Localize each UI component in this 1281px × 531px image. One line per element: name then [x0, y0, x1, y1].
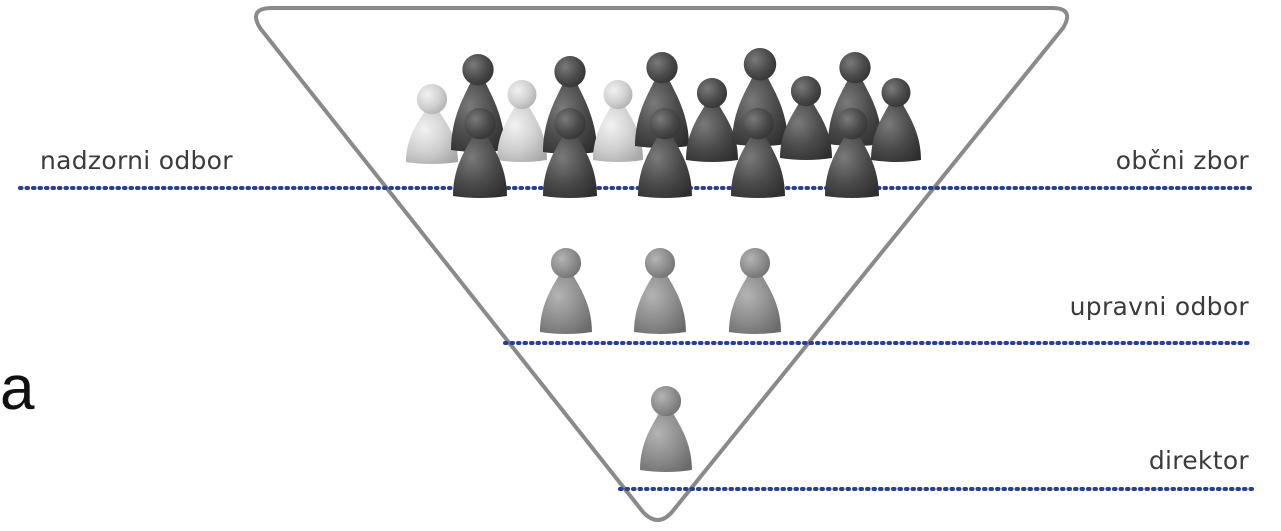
- assembly-pawn: [497, 80, 547, 162]
- management-pawn: [540, 247, 592, 334]
- management-pawn: [729, 247, 781, 334]
- management-pawn: [634, 247, 686, 334]
- assembly-pawn: [731, 108, 785, 198]
- director-label: direktor: [1148, 446, 1249, 475]
- general-assembly-label: občni zbor: [1115, 146, 1249, 175]
- assembly-pawn: [871, 78, 921, 162]
- assembly-pawn: [543, 108, 597, 198]
- director-pawn: [640, 386, 692, 472]
- assembly-pawn: [593, 80, 643, 162]
- assembly-pawn: [638, 108, 692, 198]
- assembly-pawn: [780, 76, 832, 160]
- assembly-pawn: [825, 108, 879, 198]
- management-board-label: upravni odbor: [1069, 292, 1249, 321]
- supervisory-board-label: nadzorni odbor: [40, 146, 233, 175]
- pawn-figures: [406, 48, 921, 472]
- assembly-pawn: [686, 78, 738, 162]
- edge-text-fragment: a: [0, 354, 35, 423]
- assembly-pawn: [406, 84, 458, 164]
- assembly-pawn: [453, 108, 507, 198]
- funnel-outline: [254, 6, 1070, 522]
